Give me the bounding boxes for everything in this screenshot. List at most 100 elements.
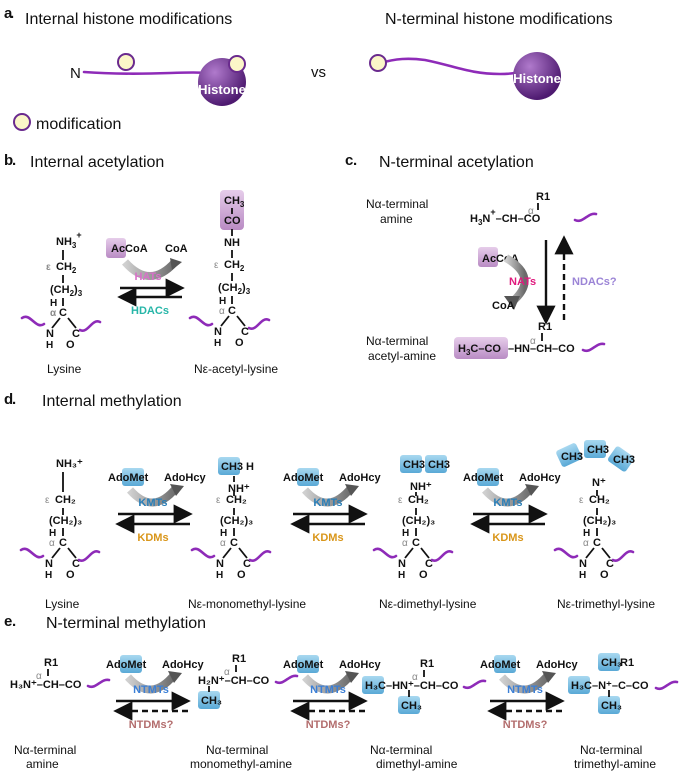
structure-text: CH3 [587,444,609,456]
svg-text:N: N [214,326,222,338]
structure-text: H₃C [571,680,592,692]
structure-text: H [216,570,223,581]
product-label: AdoHcy [519,472,561,484]
structure-text: α [220,538,226,549]
svg-text:H3C–CO: H3C–CO [458,343,501,357]
cofactor-arc [127,485,180,507]
species-name-line1: Nα-terminal [370,743,432,757]
methyl-highlight [425,455,447,473]
structure-text: C [593,537,601,549]
peptide-chain [462,679,487,690]
structure-text: ε [579,495,584,506]
structure-text: ε [216,495,221,506]
peptide-chain [248,550,272,562]
structure-text: H [45,570,52,581]
bond-line [222,547,232,559]
methyl-highlight [584,440,606,458]
structure-text: N [216,558,224,570]
reverse-enzyme-label: KDMs [137,532,168,544]
product-label: AdoHcy [164,472,206,484]
structure-text: N [45,558,53,570]
structure-text: O [600,569,609,581]
svg-text:CH3: CH3 [224,195,245,209]
structure-text: R1 [232,653,246,665]
legend-modification-icon [13,113,31,131]
bond-line [601,547,611,559]
structure-text: CH₂ [226,494,247,506]
cofactor-label: AdoMet [106,659,147,671]
svg-text:NH3+: NH3+ [56,230,82,250]
nterm-acetyl-name-1: Nα-terminal [366,334,428,348]
species-name: Nε-trimethyl-lysine [557,597,655,611]
structure-text: H₂N⁺–CH–CO [198,675,270,687]
structure-text: C [72,558,80,570]
panel-a-letter: a [4,5,13,22]
species-name-line2: dimethyl-amine [376,757,458,771]
structure-text: α [36,671,42,682]
forward-enzyme-label: NTMTs [133,684,169,696]
structure-text: CH₂ [408,494,429,506]
nterm-acetyl-structure: H3C–CO R1 α –HN–CH–CO [454,321,606,359]
vs-label: vs [311,64,326,81]
structure-text: H [220,528,227,539]
modification-dot [117,53,135,71]
hdacs-label: HDACs [131,305,169,317]
structure-text: N [579,558,587,570]
structure-text: NH⁺ [410,481,432,493]
svg-text:CH2: CH2 [224,259,245,273]
svg-text:CO: CO [224,215,241,227]
nterm-amine-name-2: amine [380,212,413,226]
structure-text: O [66,569,75,581]
histone-label-right: Histone [513,71,561,86]
acetyl-lysine-label: Nε-acetyl-lysine [194,362,278,376]
panel-e: e . N-terminal methylation [4,613,206,632]
svg-text:ε: ε [214,260,219,271]
structure-text: CH3 [403,459,425,471]
ndacs-label: NDACs? [572,276,617,288]
structure-text: N [398,558,406,570]
acetyl-product-label: CoA [165,243,188,255]
svg-text:O: O [66,339,75,351]
structure-text: CH₃ [601,700,622,712]
peptide-chain [86,678,111,689]
bond-line [585,547,595,559]
hats-label: HATs [134,271,161,283]
structure-text: CH₂ [589,494,610,506]
forward-enzyme-label: NTMTs [507,684,543,696]
svg-text:.: . [12,391,16,408]
bond-line [420,547,430,559]
structure-text: CH₃ [201,695,222,707]
panel-a: a . Internal histone modifications N-ter… [4,5,613,133]
bond-line [67,547,77,559]
cofactor-label: AdoMet [283,659,324,671]
structure-text: H [398,570,405,581]
methyl-highlight [568,676,590,694]
structure-text: CH3 [561,451,583,463]
svg-text:α: α [530,336,536,347]
panel-e-body: R1αH₃N⁺–CH–COR1αH₂N⁺–CH–COCH₃H₃CR1α–HN⁺–… [10,653,679,771]
product-label: AdoHcy [536,659,578,671]
peptide-chain [274,674,299,685]
panel-a-left-title: Internal histone modifications [25,11,232,28]
svg-text:H: H [50,298,57,309]
svg-text:–HN–CH–CO: –HN–CH–CO [508,343,575,355]
structure-text: α [402,538,408,549]
cofactor-box [477,468,499,486]
svg-text:O: O [235,337,244,349]
histone-label-left: Histone [198,82,246,97]
cofactor-box [494,655,516,673]
arc-head [345,671,359,683]
lysine-label: Lysine [47,362,82,376]
panel-b: b . Internal acetylation NH3+ ε CH2 (CH2… [4,152,278,376]
peptide-chain [77,550,101,562]
structure-text: O [237,569,246,581]
structure-text: H [583,528,590,539]
cofactor-box [297,655,319,673]
cofactor-box [120,655,142,673]
cofactor-label: AdoMet [463,472,504,484]
acetyl-cofactor-box [106,238,126,258]
panel-c-letter: c [345,152,353,169]
cofactor-arc [482,485,535,507]
svg-text:C: C [72,328,80,340]
